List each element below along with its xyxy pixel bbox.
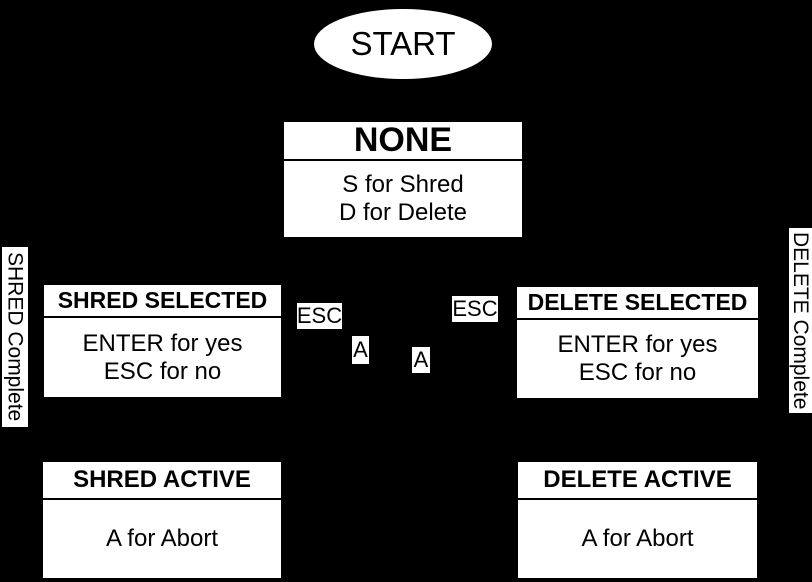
state-delete-selected-line-2: ESC for no — [578, 359, 697, 386]
edge-label-esc-left: ESC — [296, 303, 343, 329]
state-shred-selected-line-1: ENTER for yes — [82, 329, 243, 357]
state-shred-selected-line-2: ESC for no — [103, 357, 222, 385]
state-shred-active-line-1: A for Abort — [105, 525, 219, 552]
state-none: NONE S for Shred D for Delete — [284, 121, 522, 237]
edge-label-delete-complete: DELETE Complete — [789, 228, 812, 413]
start-node-label: START — [350, 25, 456, 62]
state-none-line-2: D for Delete — [338, 199, 468, 226]
state-delete-selected: DELETE SELECTED ENTER for yes ESC for no — [517, 287, 758, 398]
state-none-body: S for Shred D for Delete — [284, 161, 522, 237]
state-shred-selected: SHRED SELECTED ENTER for yes ESC for no — [44, 285, 281, 397]
state-shred-active: SHRED ACTIVE A for Abort — [43, 462, 281, 578]
state-none-line-1: S for Shred — [342, 171, 464, 198]
edge-label-a-right: A — [412, 347, 430, 373]
state-delete-active-title: DELETE ACTIVE — [518, 462, 757, 500]
state-delete-selected-title: DELETE SELECTED — [517, 287, 758, 320]
state-shred-active-title: SHRED ACTIVE — [43, 462, 281, 500]
start-node: START — [314, 9, 492, 79]
state-none-title: NONE — [284, 121, 522, 161]
state-shred-selected-body: ENTER for yes ESC for no — [44, 318, 281, 397]
state-delete-active-body: A for Abort — [518, 500, 757, 578]
state-delete-active-line-1: A for Abort — [581, 525, 694, 552]
edge-label-esc-right: ESC — [452, 296, 498, 322]
state-delete-selected-line-1: ENTER for yes — [557, 331, 718, 358]
edge-label-shred-complete: SHRED Complete — [2, 247, 28, 427]
state-shred-active-body: A for Abort — [43, 500, 281, 578]
edge-label-a-left: A — [352, 336, 369, 364]
state-shred-selected-title: SHRED SELECTED — [44, 285, 281, 318]
state-delete-selected-body: ENTER for yes ESC for no — [517, 320, 758, 398]
state-delete-active: DELETE ACTIVE A for Abort — [518, 462, 757, 578]
